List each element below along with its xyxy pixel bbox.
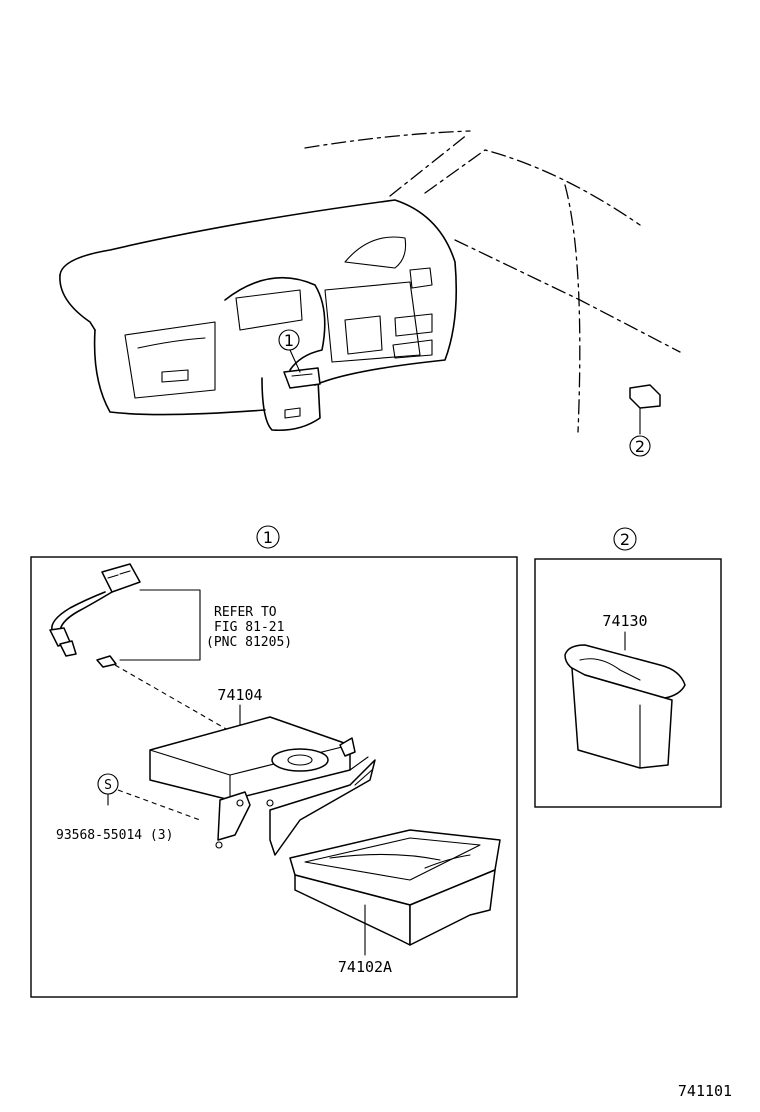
part-label-93568: 93568-55014 (3) bbox=[56, 828, 173, 843]
figure-number: 741101 bbox=[678, 1082, 732, 1100]
callout-2-section: 2 bbox=[620, 530, 630, 549]
refer-note-line2: FIG 81-21 bbox=[214, 620, 284, 635]
wire-harness-illustration bbox=[49, 563, 141, 668]
callout-1-section: 1 bbox=[263, 528, 273, 547]
refer-note-line1: REFER TO bbox=[214, 605, 277, 620]
box-coin-box-assembly: REFER TO FIG 81-21 (PNC 81205) 74104 bbox=[30, 556, 518, 998]
box-pocket-assembly: 74130 bbox=[534, 558, 722, 808]
refer-note-line3: (PNC 81205) bbox=[206, 635, 292, 650]
part-74130-pocket bbox=[564, 644, 686, 769]
part-label-74104: 74104 bbox=[217, 686, 262, 704]
part-label-74102A: 74102A bbox=[338, 958, 392, 976]
section-1-header: 1 bbox=[256, 525, 280, 549]
callout-1-overview: 1 bbox=[284, 331, 294, 350]
part-label-74130: 74130 bbox=[602, 612, 647, 630]
section-2-header: 2 bbox=[613, 527, 637, 551]
part-74104-housing bbox=[149, 716, 376, 856]
callout-2-overview: 2 bbox=[635, 437, 645, 456]
screw-symbol: S bbox=[104, 778, 112, 793]
dashboard-overview: 1 2 bbox=[59, 130, 681, 457]
part-74102A-tray bbox=[289, 829, 501, 946]
